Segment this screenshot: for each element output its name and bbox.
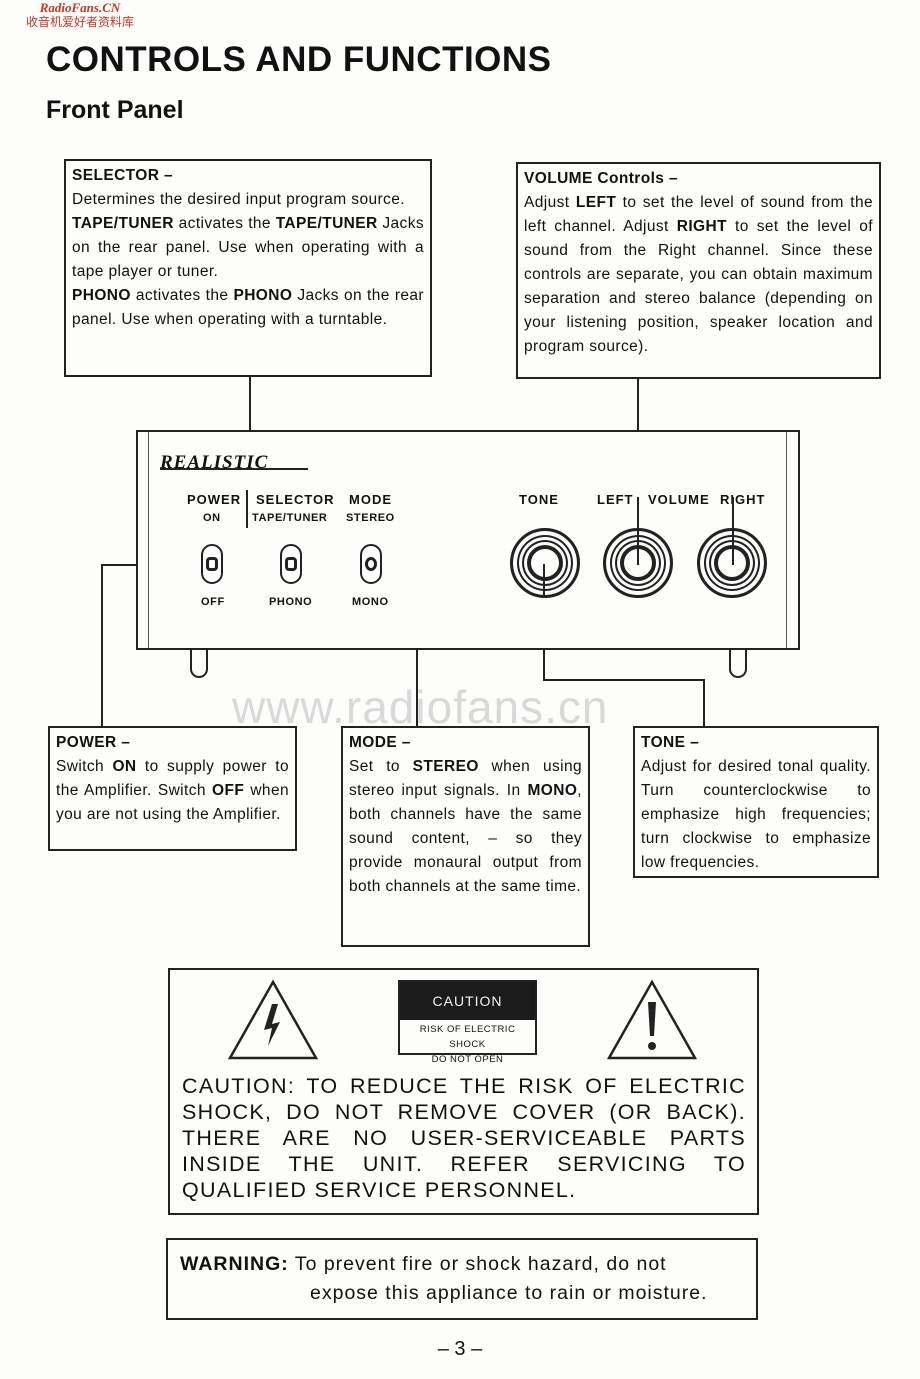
power-text: Switch ON to supply power to the Amplifi… (56, 758, 289, 823)
power-switch[interactable] (201, 544, 223, 584)
tone-leader-over (543, 564, 545, 598)
power-off-label: OFF (201, 596, 225, 608)
mode-text: Set to STEREO when using stereo input si… (349, 758, 582, 895)
caution-box (168, 968, 759, 1215)
selector-para-1: Determines the desired input program sou… (72, 191, 405, 208)
caution-badge-line2: DO NOT OPEN (431, 1054, 504, 1065)
mode-heading: MODE – (349, 734, 411, 751)
right-label: RIGHT (720, 492, 766, 507)
mono-label: MONO (352, 596, 389, 608)
power-heading: POWER – (56, 734, 131, 751)
watermark-line1: RadioFans.CN (39, 0, 121, 15)
section-title: Front Panel (46, 96, 184, 124)
page-title: CONTROLS AND FUNCTIONS (46, 40, 552, 79)
power-selector-divider (246, 490, 248, 528)
selector-switch[interactable] (280, 544, 302, 584)
power-leader-v (101, 564, 103, 727)
panel-inner-edge-left (148, 432, 149, 648)
panel-foot-right (729, 650, 747, 678)
tape-tuner-label: TAPE/TUNER (252, 512, 328, 524)
volume-leader-right-over (732, 497, 734, 565)
watermark-line2: 收音机爱好者资料库 (25, 15, 134, 29)
site-watermark-mid: www.radiofans.cn (232, 681, 609, 733)
phono-label: PHONO (269, 596, 313, 608)
volume-label: VOLUME (648, 492, 710, 507)
tone-leader-h (543, 679, 705, 681)
tone-description-box: TONE – Adjust for desired tonal quality.… (633, 726, 879, 878)
stereo-label: STEREO (346, 512, 395, 524)
panel-foot-left (190, 650, 208, 678)
mode-switch[interactable] (360, 544, 382, 584)
brand-logo: REALISTIC (160, 452, 269, 473)
volume-description-box: VOLUME Controls – Adjust LEFT to set the… (516, 162, 881, 379)
power-label: POWER (187, 492, 242, 507)
caution-badge: CAUTION RISK OF ELECTRIC SHOCK DO NOT OP… (398, 980, 537, 1065)
site-watermark: RadioFans.CN 收音机爱好者资料库 (0, 0, 160, 30)
page-number: – 3 – (437, 1338, 483, 1360)
selector-label: SELECTOR (256, 492, 335, 507)
tone-knob[interactable] (510, 528, 580, 598)
selector-para-2: TAPE/TUNER activates the TAPE/TUNER Jack… (72, 215, 424, 280)
tone-heading: TONE – (641, 734, 700, 751)
caution-badge-title: CAUTION (400, 982, 535, 1020)
tone-text: Adjust for desired tonal quality. Turn c… (641, 758, 871, 871)
amplifier-front-panel (136, 430, 800, 650)
caution-text: CAUTION: TO REDUCE THE RISK OF ELECTRIC … (182, 1074, 746, 1202)
selector-description-box: SELECTOR – Determines the desired input … (64, 159, 432, 377)
warning-line2: expose this appliance to rain or moistur… (310, 1282, 708, 1304)
warning-label: WARNING: (180, 1253, 289, 1275)
volume-text: Adjust LEFT to set the level of sound fr… (524, 194, 874, 355)
tone-leader-v2 (703, 679, 705, 727)
mode-description-box: MODE – Set to STEREO when using stereo i… (341, 726, 590, 947)
selector-para-3: PHONO activates the PHONO Jacks on the r… (72, 287, 424, 328)
electric-shock-warning-icon (227, 979, 319, 1060)
warning-text: WARNING: To prevent fire or shock hazard… (180, 1250, 708, 1308)
caution-badge-line1: RISK OF ELECTRIC SHOCK (419, 1024, 516, 1050)
warning-line1: To prevent fire or shock hazard, do not (288, 1253, 667, 1275)
mode-label: MODE (349, 492, 392, 507)
power-description-box: POWER – Switch ON to supply power to the… (48, 726, 297, 851)
left-label: LEFT (597, 492, 634, 507)
brand-logo-underline (160, 468, 308, 470)
tone-label: TONE (519, 492, 559, 507)
exclamation-warning-icon (606, 979, 698, 1060)
volume-leader-left-over (637, 497, 639, 565)
panel-inner-edge-right (786, 432, 787, 648)
selector-heading: SELECTOR – (72, 167, 174, 184)
power-on-label: ON (203, 512, 221, 524)
warning-box (166, 1238, 758, 1320)
volume-heading: VOLUME Controls – (524, 170, 679, 187)
